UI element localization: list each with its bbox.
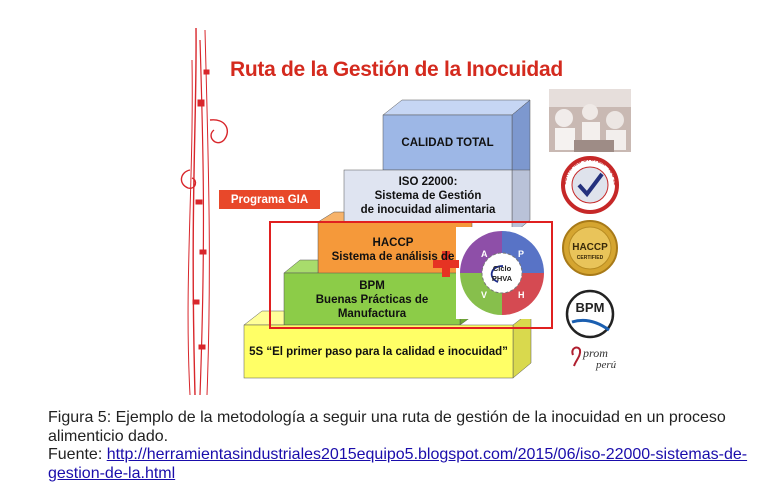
step-haccp-label: HACCP Sistema de análisis de: [318, 236, 468, 264]
phva-center-line2: PHVA: [492, 274, 513, 283]
figure-caption: Figura 5: Ejemplo de la metodología a se…: [48, 409, 758, 483]
step-iso-line3: de inocuidad alimentaria: [360, 204, 496, 216]
haccp-certified-seal-icon: HACCP CERTIFIED: [562, 220, 618, 276]
highlight-frame: [269, 221, 553, 329]
step-bpm: [283, 259, 479, 326]
step-haccp-line2: Sistema de análisis de: [331, 251, 455, 263]
phva-letter-p: P: [518, 249, 524, 259]
phva-center-line1: Ciclo: [493, 264, 512, 273]
step-iso-line2: Sistema de Gestión: [374, 190, 482, 202]
step-bpm-line1: BPM: [359, 280, 385, 292]
phva-center-label: Ciclo PHVA: [492, 264, 513, 283]
promperu-line2: perú: [595, 359, 617, 371]
caption-source-label: Fuente:: [48, 446, 107, 463]
haccp-seal-sublabel: CERTIFIED: [577, 255, 604, 261]
promperu-logo-icon: prom perú: [571, 346, 617, 371]
phva-labels: A P V H: [481, 249, 525, 300]
decorative-vine: [180, 27, 228, 396]
step-calidad-total-label: CALIDAD TOTAL: [383, 136, 512, 150]
diagram-canvas: CERTIFIED SYSTEM · ISO 22000 · HACCP CER…: [0, 0, 631, 396]
diagram-area: CERTIFIED SYSTEM · ISO 22000 · HACCP CER…: [0, 0, 631, 396]
step-5s: [243, 310, 532, 379]
step-calidad-total-line1: CALIDAD TOTAL: [401, 137, 494, 149]
step-iso-label: ISO 22000: Sistema de Gestión de inocuid…: [344, 175, 512, 217]
bpm-logo-label: BPM: [576, 300, 605, 315]
step-calidad-total: [382, 99, 531, 186]
diagram-title: Ruta de la Gestión de la Inocuidad: [230, 58, 563, 81]
phva-letter-h: H: [518, 290, 525, 300]
step-haccp-line1: HACCP: [372, 237, 414, 249]
step-iso-22000: [343, 169, 531, 236]
step-bpm-label: BPM Buenas Prácticas de Manufactura: [284, 279, 460, 321]
haccp-seal-label: HACCP: [572, 242, 608, 253]
step-bpm-line2: Buenas Prácticas de: [315, 294, 429, 306]
phva-letter-v: V: [481, 290, 487, 300]
program-gia-label: Programa GIA: [219, 190, 320, 209]
bpm-logo-icon: BPM: [565, 289, 615, 339]
plus-sign-icon: [433, 251, 459, 277]
caption-source-link[interactable]: http://herramientasindustriales2015equip…: [48, 446, 748, 482]
step-bpm-line3: Manufactura: [337, 308, 407, 320]
caption-text: Figura 5: Ejemplo de la metodología a se…: [48, 409, 726, 445]
promperu-line1: prom: [582, 346, 608, 360]
phva-letter-a: A: [481, 249, 488, 259]
step-5s-label: 5S “El primer paso para la calidad e ino…: [244, 345, 513, 359]
step-iso-line1: ISO 22000:: [398, 176, 458, 188]
phva-cycle: [456, 227, 548, 319]
step-5s-line1: 5S “El primer paso para la calidad e ino…: [249, 346, 508, 358]
lab-workers-photo: [549, 89, 631, 152]
